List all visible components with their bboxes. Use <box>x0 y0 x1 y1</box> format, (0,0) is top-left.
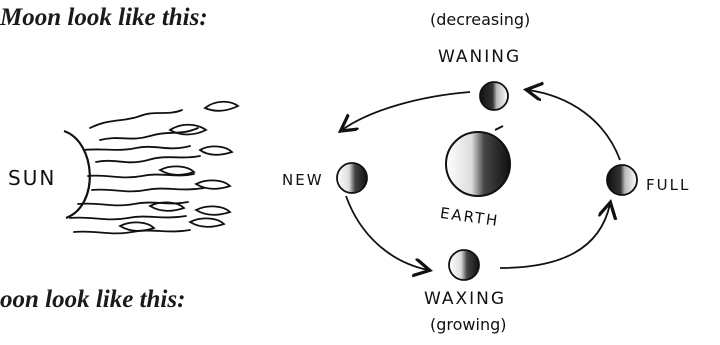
ray-1 <box>90 110 182 128</box>
orbit-arrow-waxing-to-full <box>500 204 610 268</box>
leaf-1 <box>205 102 238 111</box>
full-label: FULL <box>646 176 690 194</box>
orbit-arrow-full-to-waning <box>528 90 620 160</box>
ray-6 <box>92 188 204 191</box>
leaf-9 <box>190 218 224 226</box>
ray-3 <box>84 146 190 150</box>
orbit-arrow-new-to-waxing <box>346 196 428 270</box>
moon-waxing: WAXING (growing) <box>424 250 506 334</box>
ray-4 <box>96 156 200 162</box>
sun-label: SUN <box>8 166 56 190</box>
moon-full: FULL <box>607 165 690 195</box>
waning-moon-icon <box>480 82 508 110</box>
earth-axis-tip <box>495 126 503 130</box>
full-moon-icon <box>607 165 637 195</box>
new-label: NEW <box>282 171 324 189</box>
earth: EARTH <box>439 126 510 230</box>
moon-new: NEW <box>282 163 367 193</box>
orbit-arrow-waning-to-new <box>342 92 470 130</box>
waxing-moon-icon <box>449 250 479 280</box>
earth-globe <box>446 132 510 196</box>
waning-note: (decreasing) <box>430 10 530 29</box>
sun: SUN <box>8 131 90 218</box>
leaf-8 <box>120 222 154 230</box>
earth-label: EARTH <box>439 204 500 230</box>
leaf-3 <box>200 146 232 154</box>
sun-rays <box>70 102 238 234</box>
ray-8 <box>70 216 186 219</box>
waxing-note: (growing) <box>430 315 506 334</box>
leaf-7 <box>196 206 230 214</box>
waning-label: WANING <box>438 47 521 67</box>
new-moon-icon <box>337 163 367 193</box>
leaf-2 <box>170 125 206 135</box>
waxing-label: WAXING <box>424 289 506 309</box>
sun-arc <box>64 131 90 218</box>
leaf-4 <box>160 166 194 174</box>
